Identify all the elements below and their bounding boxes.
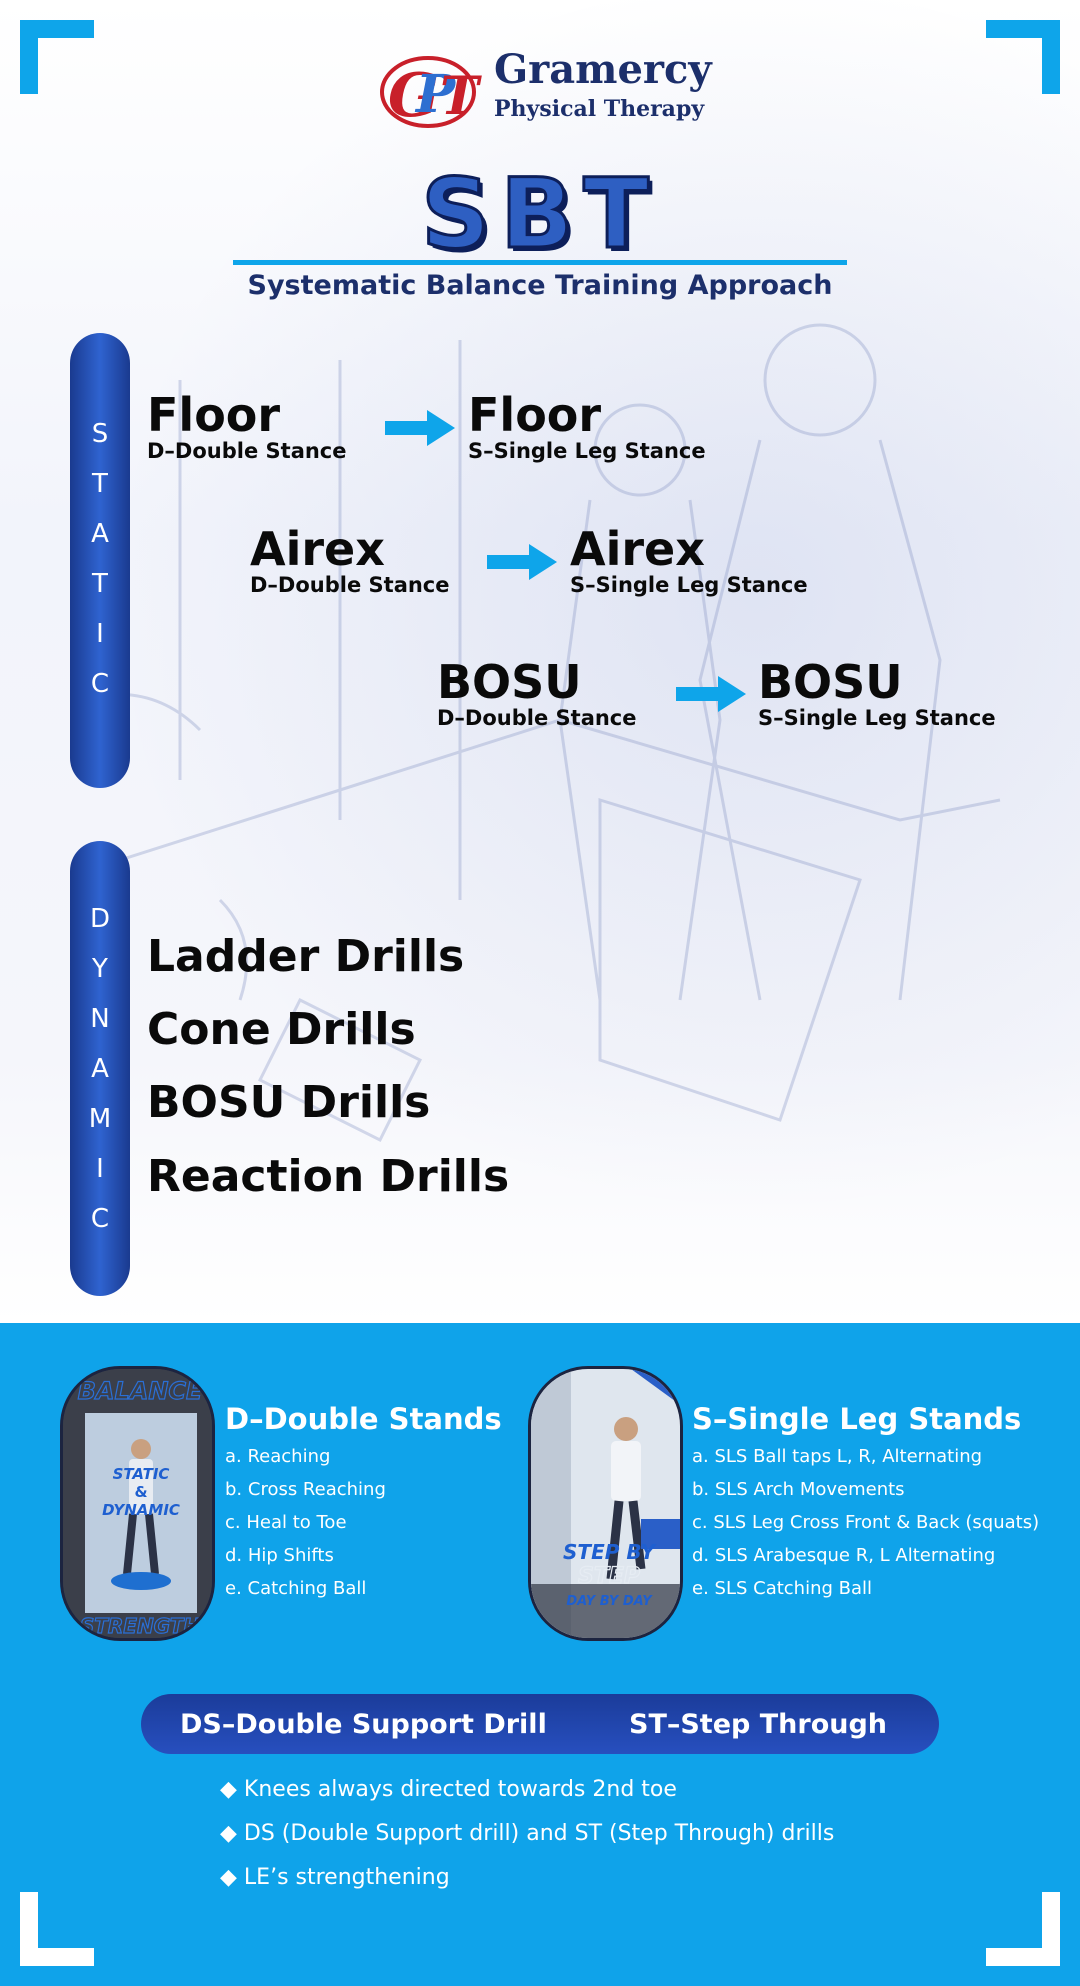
stage-bosu-double-desc: D–Double Stance xyxy=(437,706,637,730)
static-section-label: S T A T I C xyxy=(70,333,130,788)
corner-bracket-top-left xyxy=(20,20,94,94)
photo-step-by-text: STEP BY xyxy=(563,1540,657,1564)
single-stands-item: d. SLS Arabesque R, L Alternating xyxy=(692,1545,996,1566)
stage-bosu-single-name: BOSU xyxy=(758,655,903,709)
stage-bosu-single-desc: S–Single Leg Stance xyxy=(758,706,996,730)
photo-step-text: STEP xyxy=(578,1564,640,1589)
dynamic-letter: I xyxy=(96,1154,104,1184)
photo-day-by-day-text: DAY BY DAY xyxy=(566,1594,653,1609)
corner-bracket-bottom-right xyxy=(986,1892,1060,1966)
stage-bosu-double-name: BOSU xyxy=(437,655,582,709)
dynamic-letter: N xyxy=(90,1004,110,1034)
stage-airex-double-name: Airex xyxy=(250,522,385,576)
double-stands-item: d. Hip Shifts xyxy=(225,1545,334,1566)
note-item: ◆ DS (Double Support drill) and ST (Step… xyxy=(220,1821,835,1846)
stage-airex-single-name: Airex xyxy=(570,522,705,576)
arrow-right-icon xyxy=(487,544,557,580)
drill-reaction: Reaction Drills xyxy=(147,1151,510,1202)
photo-strength-text: STRENGTH xyxy=(80,1614,201,1638)
single-stands-title: S–Single Leg Stands xyxy=(692,1402,1022,1436)
static-letter: S xyxy=(91,419,109,449)
brand-subtitle: Physical Therapy xyxy=(494,96,705,122)
drill-ladder: Ladder Drills xyxy=(147,931,465,982)
single-stands-item: e. SLS Catching Ball xyxy=(692,1578,873,1599)
support-drill-bar xyxy=(141,1694,939,1754)
top-background xyxy=(0,0,1080,1323)
corner-bracket-bottom-left xyxy=(20,1892,94,1966)
page-subtitle: Systematic Balance Training Approach xyxy=(247,270,833,301)
note-item: ◆ Knees always directed towards 2nd toe xyxy=(220,1777,677,1802)
photo-static-text: STATIC xyxy=(113,1465,170,1483)
svg-text:T: T xyxy=(440,66,482,127)
stage-airex-double-desc: D–Double Stance xyxy=(250,573,450,597)
corner-bracket-top-right xyxy=(986,20,1060,94)
single-stands-item: c. SLS Leg Cross Front & Back (squats) xyxy=(692,1512,1040,1533)
double-support-drill-label: DS–Double Support Drill xyxy=(180,1709,547,1740)
photo-balance-text: BALANCE xyxy=(78,1377,203,1405)
double-stands-item: a. Reaching xyxy=(225,1446,331,1467)
stage-floor-double-name: Floor xyxy=(147,388,281,442)
dynamic-letter: C xyxy=(90,1204,110,1234)
static-letter: A xyxy=(91,519,109,549)
page-title: SBT xyxy=(420,158,659,270)
stage-floor-single-name: Floor xyxy=(468,388,602,442)
double-stands-photo-image: BALANCE STATIC & DYNAMIC STRENGTH xyxy=(63,1369,212,1638)
dynamic-letter: Y xyxy=(92,954,108,984)
double-stands-photo: BALANCE STATIC & DYNAMIC STRENGTH xyxy=(60,1366,215,1641)
double-stands-item: c. Heal to Toe xyxy=(225,1512,347,1533)
static-letter: I xyxy=(96,619,104,649)
photo-dynamic-text: DYNAMIC xyxy=(102,1501,180,1519)
static-letter: C xyxy=(90,669,110,699)
svg-text:G: G xyxy=(388,61,439,130)
arrow-right-icon xyxy=(676,676,746,712)
double-stands-item: e. Catching Ball xyxy=(225,1578,367,1599)
static-letter: T xyxy=(92,569,108,599)
photo-amp-text: & xyxy=(134,1483,147,1501)
dynamic-letter: A xyxy=(91,1054,109,1084)
step-through-label: ST–Step Through xyxy=(629,1709,888,1740)
svg-text:P: P xyxy=(414,64,457,125)
brand-name: Gramercy xyxy=(494,46,712,93)
dynamic-letter: D xyxy=(89,904,111,934)
dynamic-section-label: D Y N A M I C xyxy=(70,841,130,1296)
single-stands-photo: STEP BY STEP DAY BY DAY xyxy=(528,1366,683,1641)
double-stands-title: D–Double Stands xyxy=(225,1402,502,1436)
drill-bosu: BOSU Drills xyxy=(147,1077,431,1128)
arrow-right-icon xyxy=(385,410,455,446)
single-stands-item: a. SLS Ball taps L, R, Alternating xyxy=(692,1446,983,1467)
note-item: ◆ LE’s strengthening xyxy=(220,1865,450,1890)
drill-cone: Cone Drills xyxy=(147,1004,416,1055)
single-stands-item: b. SLS Arch Movements xyxy=(692,1479,905,1500)
stage-floor-double-desc: D–Double Stance xyxy=(147,439,347,463)
dynamic-letter: M xyxy=(88,1104,112,1134)
brand-logo: G P T Gramercy Physical Therapy xyxy=(378,46,712,132)
static-letter: T xyxy=(92,469,108,499)
double-stands-item: b. Cross Reaching xyxy=(225,1479,386,1500)
title-underline xyxy=(233,260,847,265)
title-wrap: SBT xyxy=(0,158,1080,270)
stage-airex-single-desc: S–Single Leg Stance xyxy=(570,573,808,597)
stage-floor-single-desc: S–Single Leg Stance xyxy=(468,439,706,463)
sketch-background-image xyxy=(79,323,1001,1143)
single-stands-photo-image: STEP BY STEP DAY BY DAY xyxy=(531,1369,680,1638)
gpt-logo-mark-icon: G P T xyxy=(380,56,482,130)
